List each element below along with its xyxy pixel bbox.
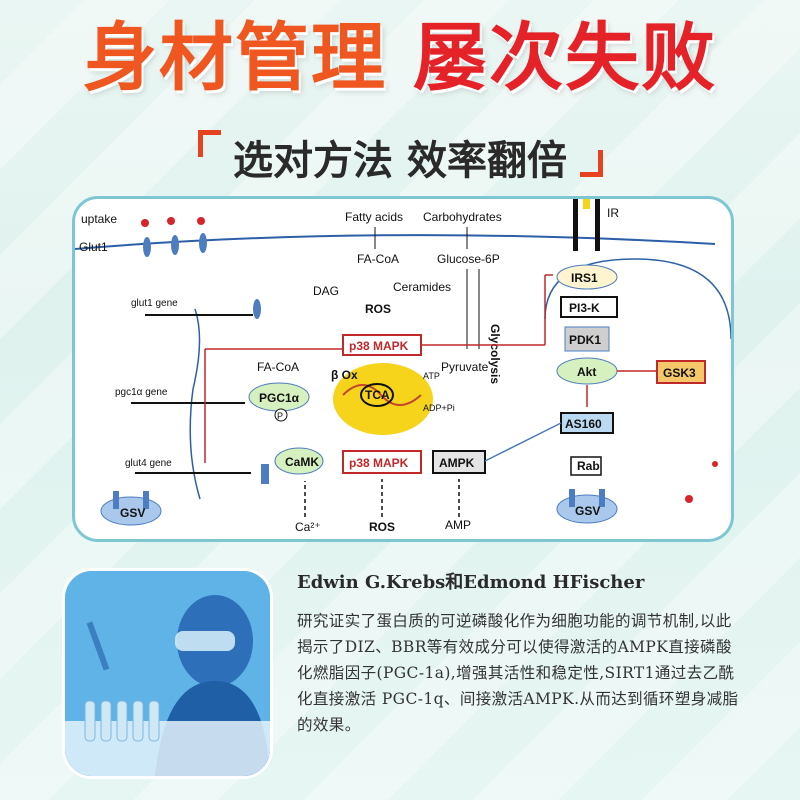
headline-part1: 身材管理 [83, 15, 387, 101]
label-rab: Rab [577, 459, 600, 473]
gsv-right-channel [599, 489, 605, 507]
label-ceramides: Ceramides [393, 280, 451, 294]
glucose-dot [141, 219, 149, 227]
tca-cycle [360, 383, 394, 407]
glut1-vesicle [253, 299, 261, 319]
pi3k-box [560, 296, 618, 318]
label-pgc1a: PGC1α [259, 391, 300, 405]
label-fatty-acids: Fatty acids [345, 210, 403, 224]
irs1-node [556, 264, 618, 290]
label-p: P [277, 411, 283, 421]
label-dag: DAG [313, 284, 339, 298]
label-gsv-right: GSV [575, 504, 600, 518]
glut1-transporter [199, 233, 207, 253]
glut1-transporter [171, 235, 179, 255]
gsk3-box [656, 360, 706, 384]
ampk-box [432, 450, 486, 474]
label-ampk: AMPK [439, 456, 475, 470]
headline: 身材管理屡次失败 [0, 15, 800, 101]
label-glut4-gene: glut4 gene [125, 458, 172, 469]
label-amp: AMP [445, 518, 471, 532]
label-carbohydrates: Carbohydrates [423, 210, 502, 224]
glut4-vesicle [261, 464, 269, 484]
insulin-ligand [583, 199, 590, 209]
label-p38-mapk-bottom: p38 MAPK [349, 456, 409, 470]
gsv-left-channel [113, 491, 119, 509]
glucose-dot [685, 495, 693, 503]
description-paragraph: 研究证实了蛋白质的可逆磷酸化作为细胞功能的调节机制,以此揭示了DIZ、BBR等有… [297, 612, 739, 734]
glucose-dot [167, 217, 175, 225]
label-uptake: uptake [81, 212, 117, 226]
label-pdk1: PDK1 [569, 333, 601, 347]
label-irs1: IRS1 [571, 271, 598, 285]
bracket-right-decoration [580, 150, 603, 177]
ampk-as160-arrow [484, 422, 562, 462]
glucose-dot [197, 217, 205, 225]
label-glut1-gene: glut1 gene [131, 298, 178, 309]
label-akt: Akt [577, 365, 596, 379]
rab-box [570, 456, 602, 476]
phospho-marker [274, 408, 288, 422]
glut1-transporter [143, 237, 151, 257]
p38-mapk-bottom-box [342, 450, 422, 474]
camk-node [274, 447, 324, 475]
scientist-illustration [65, 571, 270, 776]
label-gsv-left: GSV [120, 506, 145, 520]
ir-receptor [573, 199, 578, 251]
gsv-left-channel [143, 491, 149, 509]
pathway-svg: uptake Glut1 glut1 gene pgc1α gene glut4… [75, 199, 731, 534]
subheadline: 选对方法 效率翻倍 [233, 138, 567, 184]
author-heading: Edwin G.Krebs和Edmond HFischer [297, 572, 645, 593]
label-glycolysis: Glycolysis [488, 324, 502, 384]
label-ros-2: ROS [369, 520, 395, 534]
label-ros: ROS [365, 302, 391, 316]
mitochondrion [333, 363, 433, 435]
label-atp: ATP [423, 371, 440, 381]
cell-membrane [75, 234, 716, 250]
gsv-right-channel [569, 489, 575, 507]
membrane-curve [544, 258, 731, 340]
mitochondrion-cristae [342, 384, 422, 406]
label-p38-mapk-top: p38 MAPK [349, 339, 409, 353]
nucleus-boundary [189, 308, 201, 500]
label-pgc1a-gene: pgc1α gene [115, 387, 168, 398]
label-adp-pi: ADP+Pi [423, 403, 455, 413]
label-fa-coa: FA-CoA [357, 252, 399, 266]
label-pyruvate: Pyruvate [441, 360, 489, 374]
pdk1-box [564, 326, 610, 352]
label-tca: TCA [365, 388, 390, 402]
pathway-diagram: uptake Glut1 glut1 gene pgc1α gene glut4… [72, 196, 734, 542]
bracket-left-decoration [198, 130, 221, 157]
label-gsk3: GSK3 [663, 366, 696, 380]
label-fa-coa-2: FA-CoA [257, 360, 299, 374]
glucose-dot [712, 461, 718, 467]
ir-receptor [595, 199, 600, 251]
label-camk: CaMK [285, 455, 319, 469]
label-b-ox: β Ox [331, 368, 358, 382]
label-glut1: Glut1 [79, 240, 108, 254]
label-ca: Ca²⁺ [295, 520, 321, 534]
scientist-photo [62, 568, 273, 779]
label-pi3k: PI3-K [569, 301, 600, 315]
label-as160: AS160 [565, 417, 602, 431]
label-ir: IR [607, 206, 619, 220]
headline-part2: 屡次失败 [413, 15, 717, 101]
label-glucose6p: Glucose-6P [437, 252, 500, 266]
